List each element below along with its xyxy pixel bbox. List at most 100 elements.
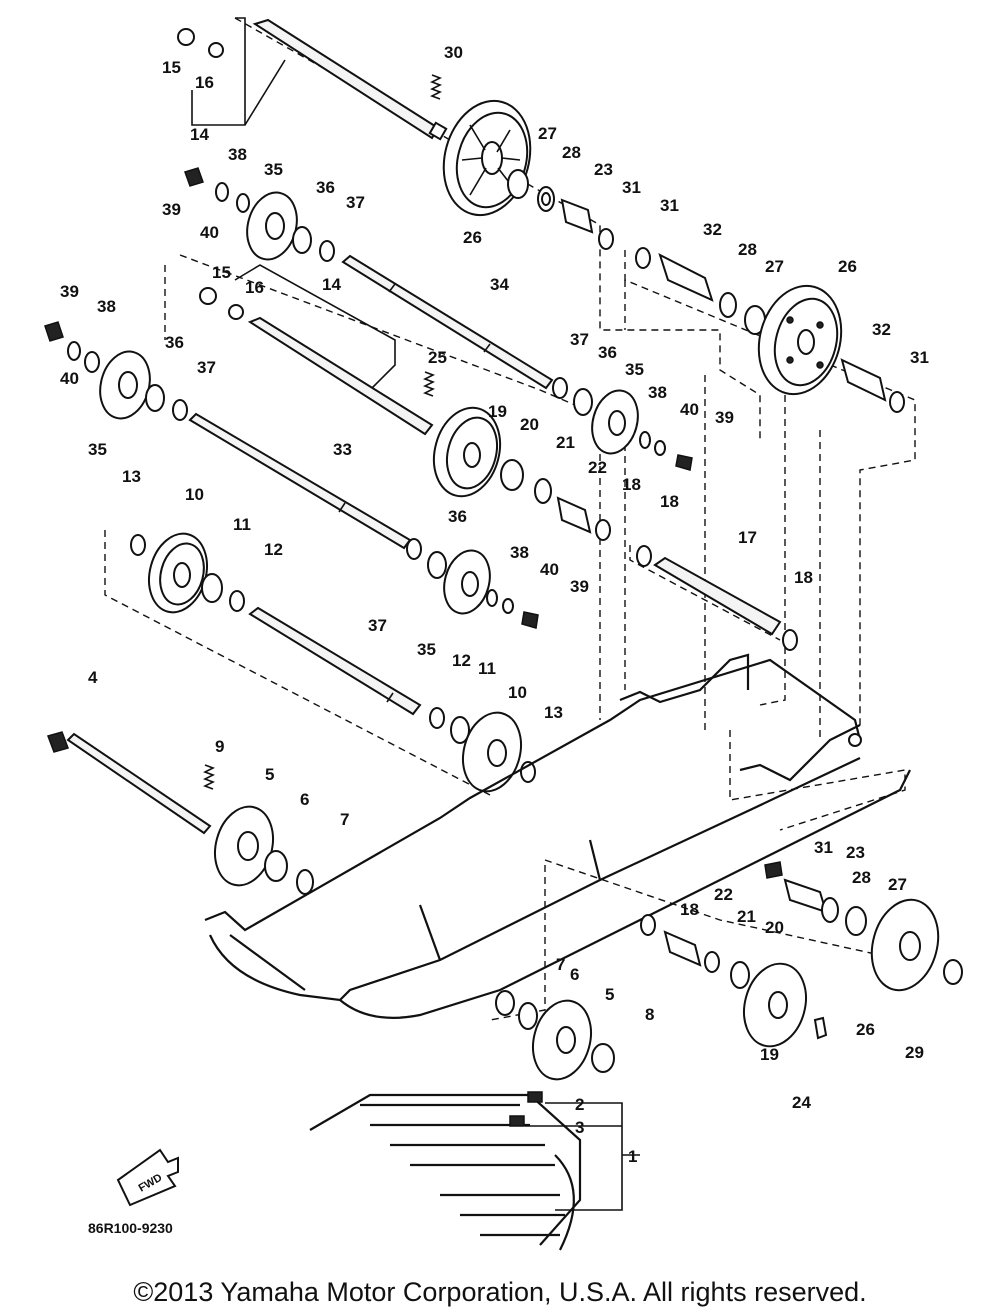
wheel-35-middle bbox=[552, 377, 693, 471]
wheel-10-upper bbox=[130, 532, 245, 614]
callout-label: 36 bbox=[598, 343, 617, 362]
callout-label: 28 bbox=[852, 868, 871, 887]
callout-label: 21 bbox=[556, 433, 575, 452]
callout-label: 39 bbox=[715, 408, 734, 427]
wheel-5-lower bbox=[495, 990, 615, 1081]
callout-label: 18 bbox=[622, 475, 641, 494]
callout-label: 38 bbox=[648, 383, 667, 402]
callout-label: 27 bbox=[888, 875, 907, 894]
callout-label: 25 bbox=[428, 348, 447, 367]
idler-wheel-26-top bbox=[442, 99, 532, 217]
callout-label: 9 bbox=[215, 737, 224, 756]
callout-label: 11 bbox=[478, 659, 496, 678]
callout-label: 24 bbox=[792, 1093, 811, 1112]
callout-label: 38 bbox=[228, 145, 247, 164]
callout-label: 14 bbox=[190, 125, 209, 144]
spring-30 bbox=[430, 74, 442, 100]
callout-label: 16 bbox=[245, 278, 264, 297]
callout-label: 40 bbox=[540, 560, 559, 579]
callout-label: 31 bbox=[660, 196, 679, 215]
callout-label: 23 bbox=[594, 160, 613, 179]
callout-label: 36 bbox=[448, 507, 467, 526]
callout-label: 7 bbox=[556, 955, 565, 974]
callout-label: 12 bbox=[452, 651, 471, 670]
track-belt bbox=[309, 1091, 582, 1251]
callout-label: 7 bbox=[340, 810, 349, 829]
callout-label: 8 bbox=[645, 1005, 654, 1024]
callout-label: 30 bbox=[444, 43, 463, 62]
callout-label: 32 bbox=[872, 320, 891, 339]
callout-label: 31 bbox=[910, 348, 929, 367]
callout-label: 26 bbox=[838, 257, 857, 276]
callout-labels: 15 16 14 30 27 28 23 31 26 38 35 36 37 3… bbox=[60, 43, 929, 1166]
callout-label: 37 bbox=[197, 358, 216, 377]
shaft-14-middle bbox=[199, 287, 435, 436]
callout-label: 14 bbox=[322, 275, 341, 294]
callout-label: 13 bbox=[544, 703, 563, 722]
callout-label: 37 bbox=[346, 193, 365, 212]
callout-label: 15 bbox=[162, 58, 181, 77]
callout-label: 18 bbox=[680, 900, 699, 919]
callout-label: 15 bbox=[212, 263, 231, 282]
callout-label: 37 bbox=[570, 330, 589, 349]
callout-label: 29 bbox=[905, 1043, 924, 1062]
callout-label: 28 bbox=[738, 240, 757, 259]
callout-label: 10 bbox=[508, 683, 527, 702]
callout-label: 35 bbox=[417, 640, 436, 659]
callout-label: 32 bbox=[703, 220, 722, 239]
callout-label: 12 bbox=[264, 540, 283, 559]
parts-diagram: FWD 86R100-9230 15 16 14 30 27 28 23 31 … bbox=[44, 17, 963, 1251]
wheel-35-upper bbox=[184, 167, 335, 262]
drawing-code: 86R100-9230 bbox=[88, 1220, 173, 1236]
bracket-lines bbox=[191, 17, 396, 391]
shaft-4 bbox=[47, 731, 215, 835]
callout-label: 40 bbox=[680, 400, 699, 419]
callout-label: 27 bbox=[765, 257, 784, 276]
callout-label: 21 bbox=[737, 907, 756, 926]
callout-label: 40 bbox=[200, 223, 219, 242]
callout-label: 19 bbox=[488, 402, 507, 421]
callout-label: 18 bbox=[794, 568, 813, 587]
bushings-top-row bbox=[507, 169, 766, 335]
callout-label: 39 bbox=[162, 200, 181, 219]
callout-label: 28 bbox=[562, 143, 581, 162]
forward-arrow-icon: FWD bbox=[116, 1148, 179, 1207]
callout-label: 35 bbox=[625, 360, 644, 379]
callout-label: 22 bbox=[588, 458, 607, 477]
bracket-1-2-3 bbox=[525, 1102, 640, 1211]
callout-label: 39 bbox=[570, 577, 589, 596]
callout-label: 31 bbox=[814, 838, 833, 857]
callout-label: 23 bbox=[846, 843, 865, 862]
copyright-notice: ©2013 Yamaha Motor Corporation, U.S.A. A… bbox=[133, 1277, 867, 1307]
shaft-14-top bbox=[177, 18, 448, 141]
callout-label: 35 bbox=[264, 160, 283, 179]
lower-right-parts bbox=[640, 861, 963, 1048]
callout-label: 13 bbox=[122, 467, 141, 486]
callout-label: 26 bbox=[856, 1020, 875, 1039]
callout-label: 5 bbox=[605, 985, 614, 1004]
callout-label: 36 bbox=[316, 178, 335, 197]
shaft-17 bbox=[636, 545, 798, 651]
callout-label: 19 bbox=[760, 1045, 779, 1064]
callout-label: 20 bbox=[520, 415, 539, 434]
wheel-35-lower bbox=[427, 549, 539, 629]
wheel-19-upper bbox=[432, 406, 611, 541]
wheel-5-upper bbox=[214, 805, 314, 895]
callout-label: 6 bbox=[300, 790, 309, 809]
wheel-10-lower bbox=[429, 707, 536, 793]
callout-label: 6 bbox=[570, 965, 579, 984]
idler-wheel-26-right bbox=[757, 284, 905, 413]
callout-label: 40 bbox=[60, 369, 79, 388]
shaft-34 bbox=[341, 254, 554, 390]
callout-label: 31 bbox=[622, 178, 641, 197]
callout-label: 4 bbox=[88, 668, 98, 687]
callout-label: 38 bbox=[97, 297, 116, 316]
callout-label: 36 bbox=[165, 333, 184, 352]
callout-label: 10 bbox=[185, 485, 204, 504]
callout-label: 27 bbox=[538, 124, 557, 143]
callout-label: 1 bbox=[628, 1147, 637, 1166]
wheel-35-left bbox=[44, 321, 188, 421]
callout-label: 38 bbox=[510, 543, 529, 562]
shaft-33 bbox=[188, 412, 422, 560]
callout-label: 35 bbox=[88, 440, 107, 459]
